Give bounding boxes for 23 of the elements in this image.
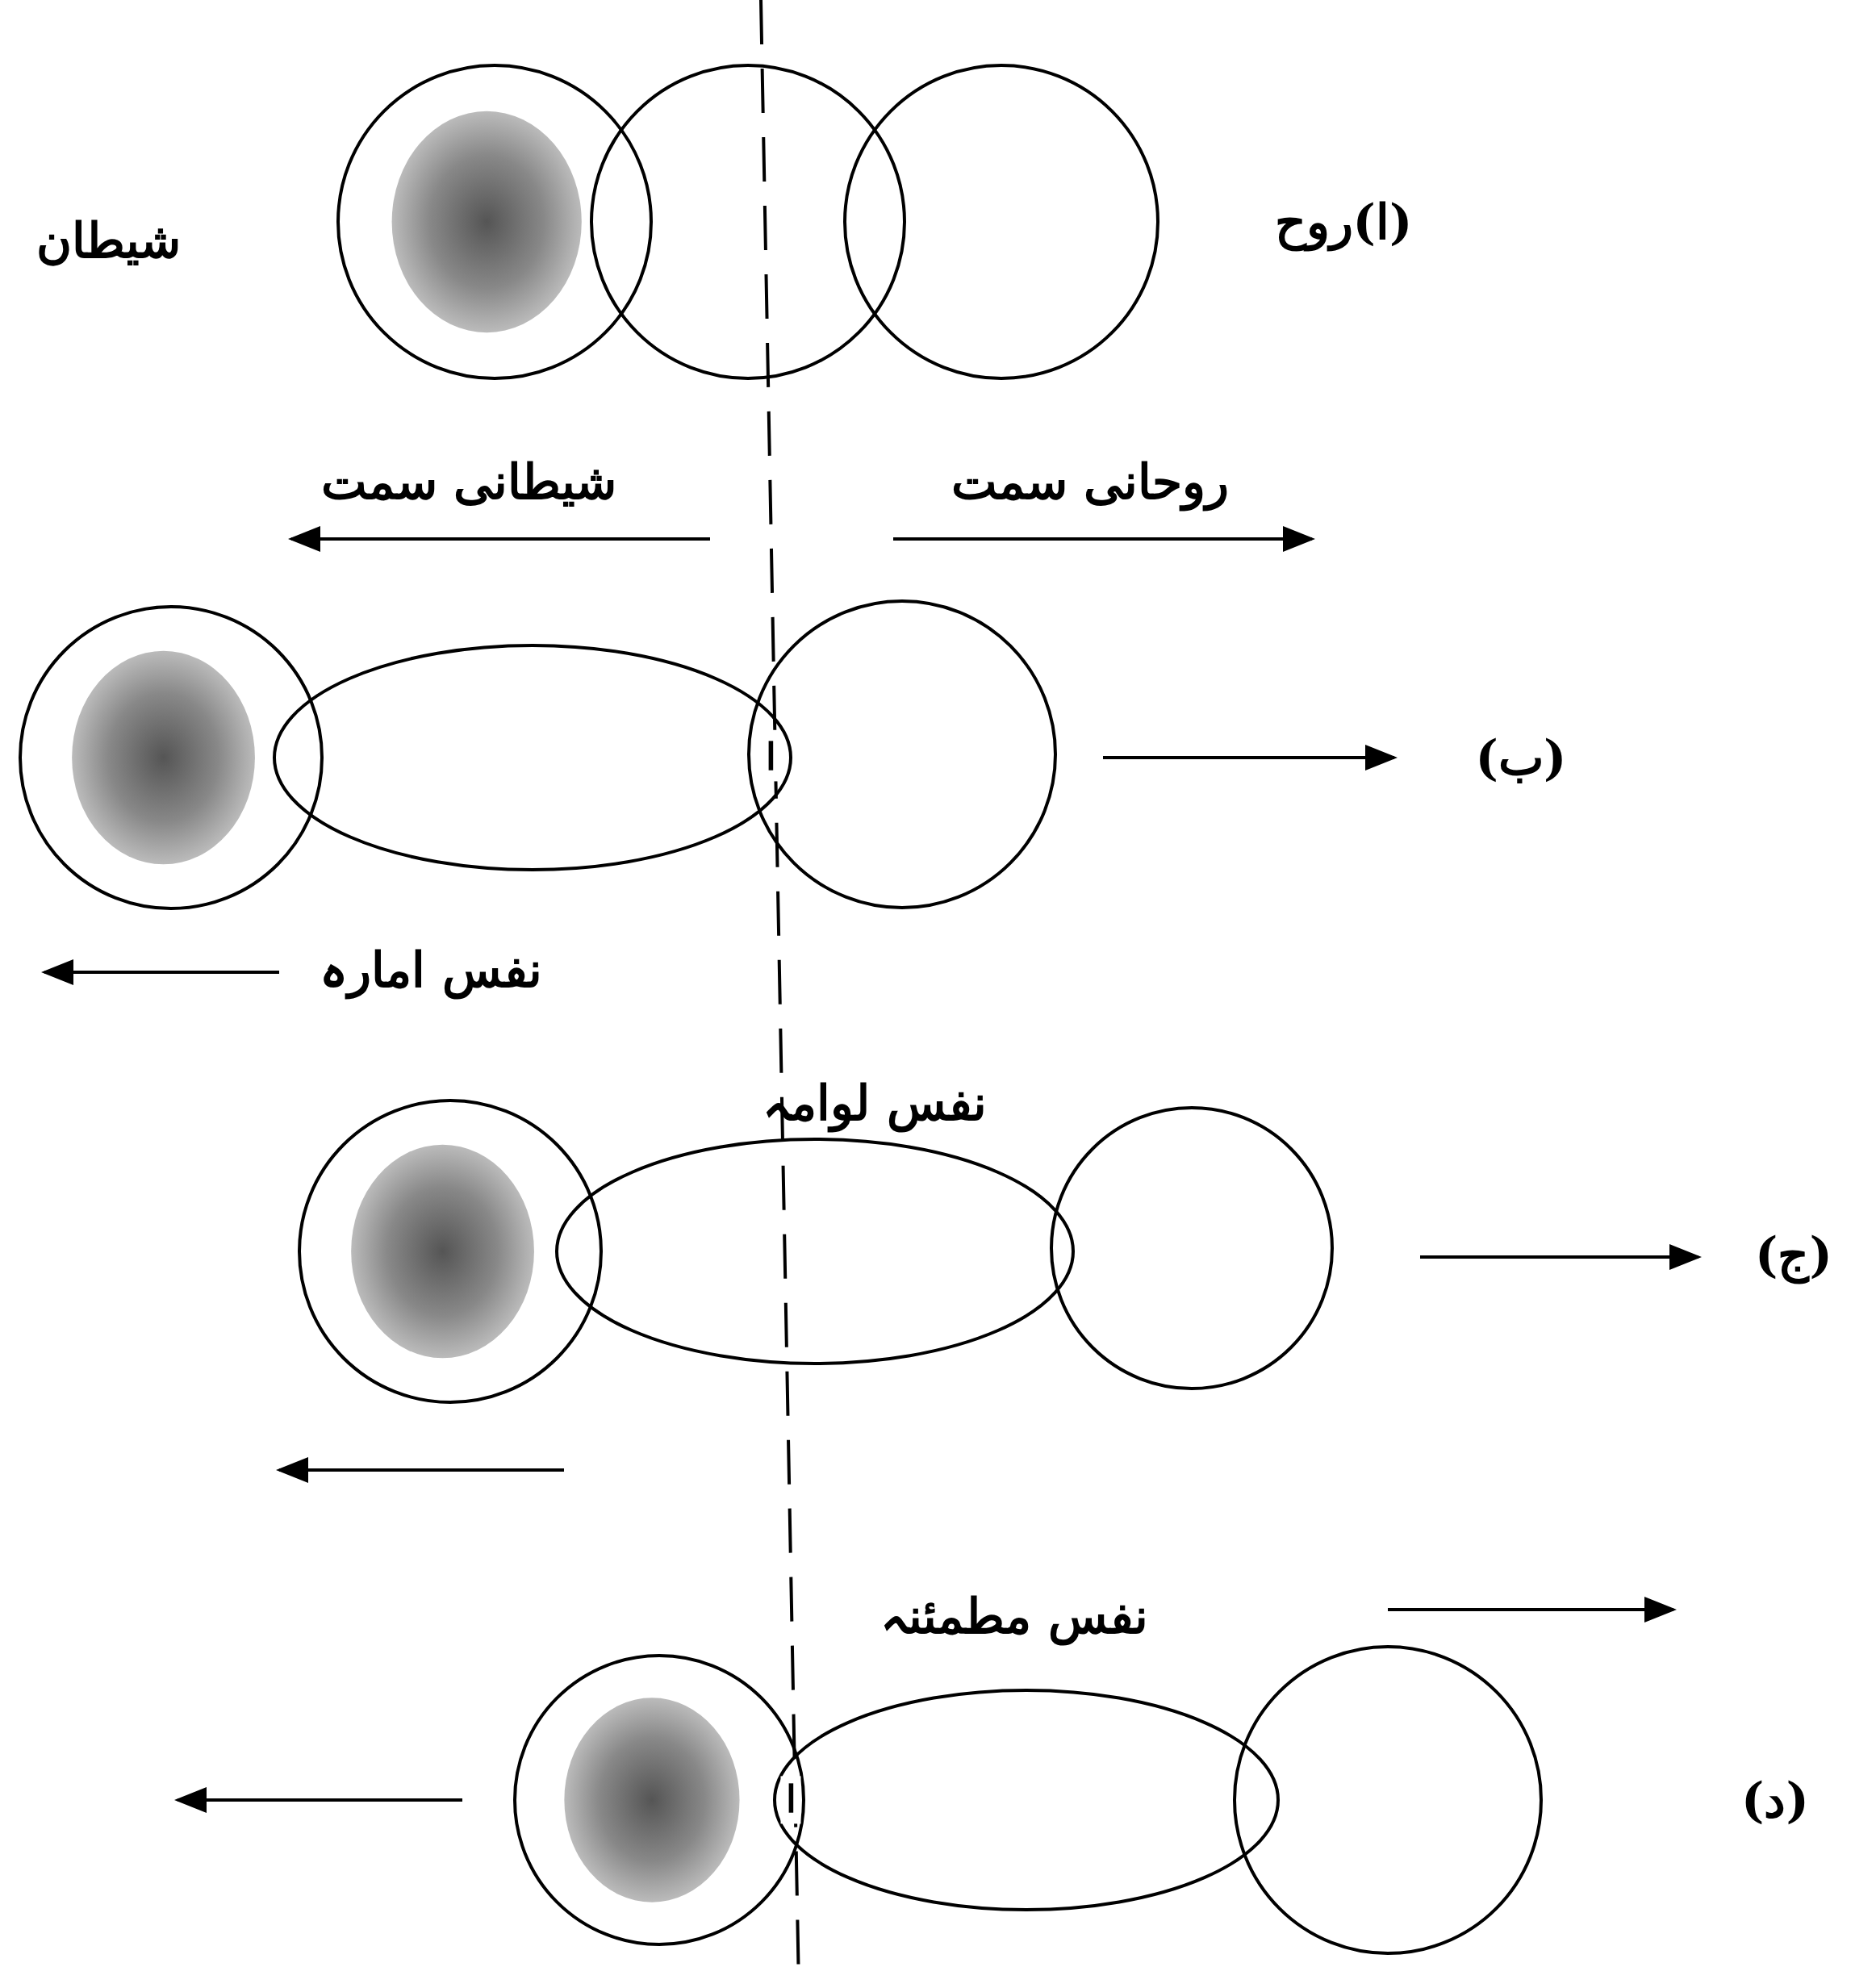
shaded-circle [298,1099,603,1404]
circle [590,64,906,380]
urdu-label: (ا)روح [1274,193,1413,251]
urdu-label: (ج) [1755,1226,1832,1284]
urdu-label: روحانی سمت [951,453,1230,511]
ellipse [555,1138,1075,1365]
circle [843,64,1159,380]
circle [1233,1645,1543,1955]
urdu-label: ا [780,1776,801,1824]
ellipse [273,644,792,871]
urdu-label: (د) [1741,1771,1809,1829]
circle [1050,1106,1334,1390]
urdu-label: شیطانی سمت [320,453,617,511]
shaded-circle [513,1654,805,1946]
shaded-circle [336,64,653,380]
circle [747,599,1057,909]
urdu-label: نفس امارہ [320,941,542,999]
ellipse [773,1689,1280,1911]
urdu-label: شیطان [36,211,181,269]
urdu-label: (ب) [1475,729,1567,787]
urdu-label: نفس مطمئنہ [880,1587,1148,1645]
shaded-circle [19,605,324,910]
urdu-label: نفس لوامہ [763,1074,987,1132]
